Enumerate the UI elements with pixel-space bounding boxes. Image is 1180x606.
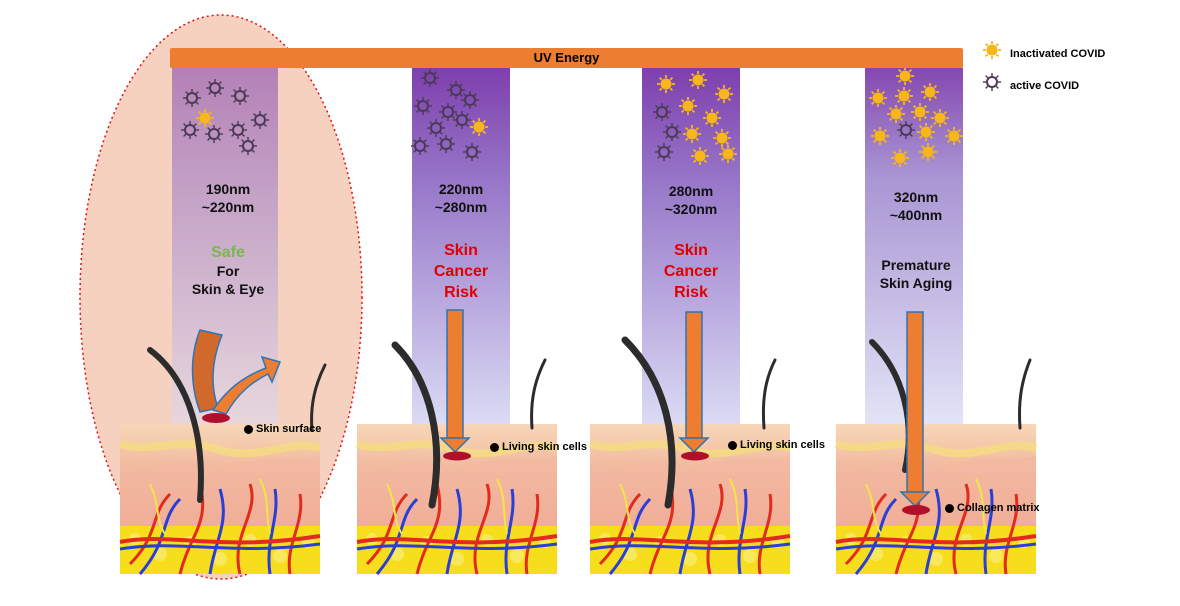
skin-cross-section-1 [120, 424, 320, 574]
range-1-start: 190nm [205, 181, 251, 197]
callout-dot [945, 503, 954, 513]
callout-text-3: Living skin cells [740, 439, 825, 451]
callout-collagen: Collagen matrix [945, 502, 1040, 514]
legend-inactivated: Inactivated COVID [980, 38, 1105, 70]
impact-spot-1 [202, 413, 230, 423]
effect-4-line2: Skin Aging [879, 275, 953, 291]
wavelength-range-1: 190nm ~220nm [148, 180, 308, 216]
range-2-start: 220nm [438, 181, 484, 197]
legend-active-label: active COVID [1010, 80, 1080, 92]
legend-active: active COVID [980, 70, 1105, 102]
callout-text-2: Living skin cells [502, 441, 587, 453]
range-3-start: 280nm [668, 183, 714, 199]
wavelength-range-4: 320nm ~400nm [836, 188, 996, 224]
callout-dot [728, 440, 737, 450]
callout-living-cells-3: Living skin cells [728, 439, 825, 451]
callout-skin-surface: Skin surface [244, 423, 321, 435]
penetration-arrow-2 [439, 309, 471, 461]
uv-energy-bar: UV Energy [170, 48, 963, 68]
penetration-arrow-4 [899, 311, 931, 515]
legend: Inactivated COVID active COVID [980, 38, 1105, 102]
range-3-end: ~320nm [664, 201, 718, 217]
callout-dot [244, 424, 253, 434]
wavelength-range-2: 220nm ~280nm [381, 180, 541, 216]
effect-1: Safe For Skin & Eye [148, 244, 308, 298]
risk-3-line2: Cancer [663, 263, 719, 280]
effect-1-line2: Skin & Eye [191, 281, 265, 297]
risk-label-3: Skin Cancer Risk [621, 240, 761, 303]
reflection-arrow [191, 329, 282, 423]
risk-3-line1: Skin [674, 242, 708, 259]
safe-label: Safe [211, 244, 245, 261]
skin-cross-section-4 [836, 424, 1036, 574]
effect-1-line1: For [216, 263, 240, 279]
penetration-arrow-3 [678, 311, 710, 461]
callout-living-cells-2: Living skin cells [490, 441, 587, 453]
risk-2-line1: Skin [444, 242, 478, 259]
risk-3-line3: Risk [674, 284, 708, 301]
wavelength-range-3: 280nm ~320nm [611, 182, 771, 218]
range-4-start: 320nm [893, 189, 939, 205]
risk-2-line3: Risk [444, 284, 478, 301]
range-4-end: ~400nm [889, 207, 943, 223]
range-1-end: ~220nm [201, 199, 255, 215]
risk-label-2: Skin Cancer Risk [391, 240, 531, 303]
risk-2-line2: Cancer [433, 263, 489, 280]
legend-inactivated-label: Inactivated COVID [1010, 48, 1106, 60]
callout-text-1: Skin surface [256, 423, 322, 435]
callout-text-4: Collagen matrix [957, 502, 1040, 514]
callout-dot [490, 442, 499, 452]
effect-4: Premature Skin Aging [836, 256, 996, 292]
effect-4-line1: Premature [881, 257, 951, 273]
range-2-end: ~280nm [434, 199, 488, 215]
